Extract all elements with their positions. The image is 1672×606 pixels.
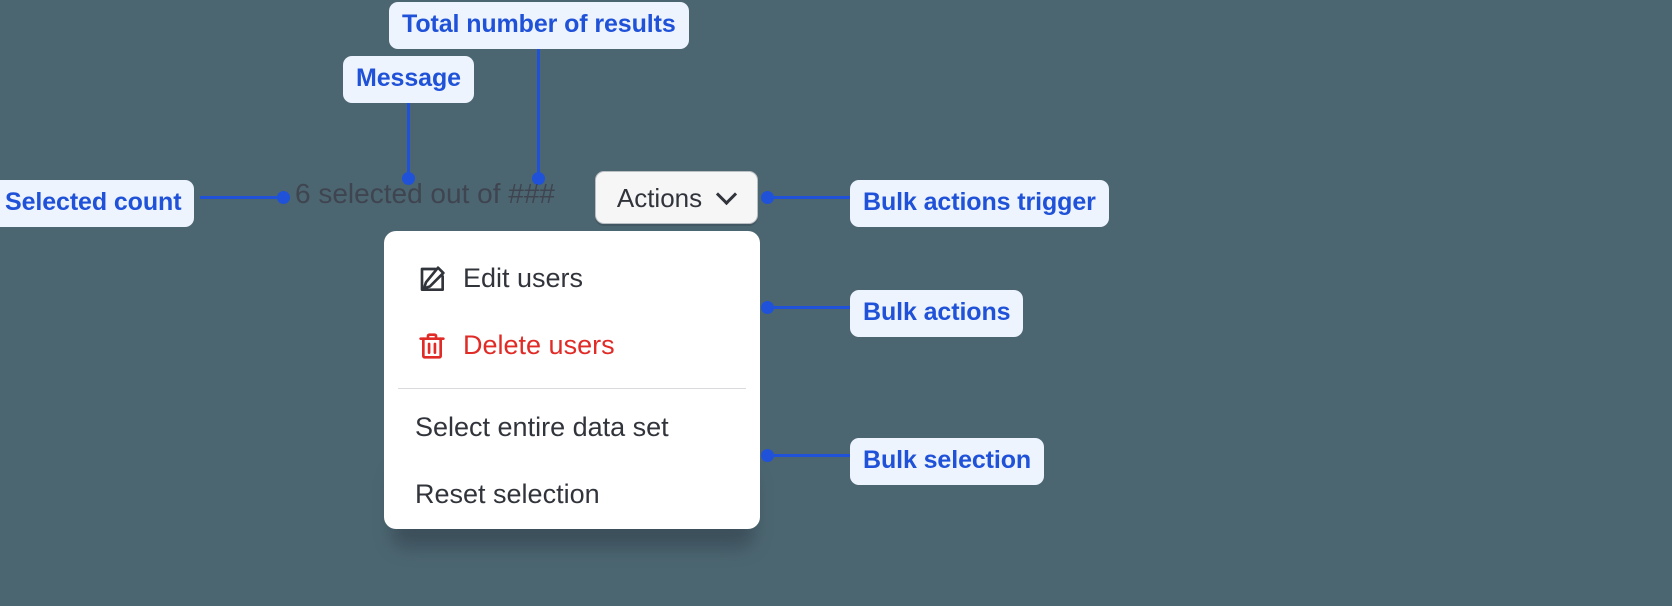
menu-item-delete-users[interactable]: Delete users [384,312,760,379]
callout-selected-count: Selected count [0,180,195,227]
connector-dot-bulk-trigger [761,191,774,204]
menu-item-label: Delete users [463,330,615,360]
menu-item-label: Edit users [463,263,584,293]
menu-item-reset-selection[interactable]: Reset selection [384,461,760,528]
callout-total-number-of-results: Total number of results [389,2,689,49]
menu-item-edit-users[interactable]: Edit users [384,245,760,312]
connector-dot-selected-count [277,191,290,204]
connector-line-message [407,93,410,178]
bulk-actions-trigger-label: Actions [616,182,703,213]
connector-dot-total-results [532,172,545,185]
connector-line-bulk-trigger [766,196,854,199]
edit-pencil-icon [415,262,449,296]
connector-line-selected-count [200,196,290,199]
selected-count-message: 6 selected out of ### [295,178,555,209]
bulk-actions-group: Edit users Delete users [384,231,760,379]
chevron-down-icon [718,186,736,204]
trash-icon [415,329,449,363]
menu-item-label: Reset selection [415,479,600,509]
menu-item-label: Select entire data set [415,412,669,442]
callout-message: Message [343,56,474,103]
connector-line-bulk-selection [766,454,854,457]
menu-item-select-entire-data-set[interactable]: Select entire data set [384,394,760,461]
bulk-selection-group: Select entire data set Reset selection [384,394,760,528]
connector-line-total-results [537,40,540,178]
connector-dot-message [402,172,415,185]
connector-dot-bulk-selection [761,449,774,462]
menu-section-divider [398,388,746,389]
callout-bulk-actions-trigger: Bulk actions trigger [850,180,1109,227]
callout-bulk-actions: Bulk actions [850,290,1024,337]
bulk-actions-dropdown-menu: Edit users Delete users Select [384,231,760,529]
connector-dot-bulk-actions [761,301,774,314]
bulk-actions-trigger-button[interactable]: Actions [595,171,758,224]
callout-bulk-selection: Bulk selection [850,438,1045,485]
connector-line-bulk-actions [766,306,854,309]
